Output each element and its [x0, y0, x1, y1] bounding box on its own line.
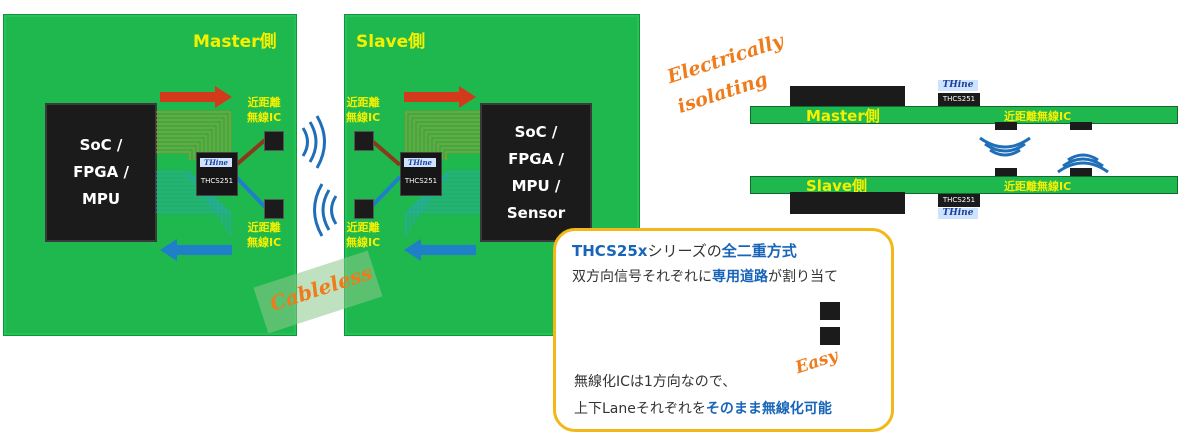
master-thcs-part: THCS251	[200, 177, 234, 185]
slave-thcs-chip: THine THCS251	[400, 152, 442, 196]
slave-arrow-right	[404, 86, 476, 108]
master-ic-label-top-2: 無線IC	[247, 111, 282, 124]
side-slave-chip	[790, 192, 905, 214]
slave-ic-label-top-1: 近距離	[346, 96, 380, 109]
master-ic-label-top: 近距離 無線IC	[247, 95, 281, 125]
side-ic-slave-2	[1070, 168, 1092, 176]
master-thcs-logo: THine	[200, 158, 232, 167]
callout-title: THCS25xシリーズの全二重方式	[572, 240, 797, 261]
slave-chip-line-2: FPGA /	[508, 149, 564, 168]
slave-thcs-part: THCS251	[404, 177, 438, 185]
master-wireless-ic-top	[264, 131, 284, 151]
side-ic-slave-1	[995, 168, 1017, 176]
side-logo-bottom: THine	[938, 208, 978, 219]
master-chip-line-1: SoC /	[79, 136, 123, 154]
side-master-board	[750, 106, 1178, 124]
master-ic-label-bottom: 近距離 無線IC	[247, 220, 281, 250]
side-master-label: Master側	[806, 107, 880, 125]
callout-line2-suffix: が割り当て	[768, 269, 838, 285]
slave-arrow-left	[404, 239, 476, 261]
side-ic-master-1	[995, 122, 1017, 130]
master-arrow-left	[160, 239, 232, 261]
callout-line2-prefix: 双方向信号それぞれに	[572, 269, 712, 285]
master-wireless-ic-bottom	[264, 199, 284, 219]
slave-chip-line-4: Sensor	[506, 203, 566, 222]
callout-line2-emph: 専用道路	[712, 269, 768, 285]
side-ic-label-slave: 近距離無線IC	[1004, 180, 1072, 193]
slave-ic-label-top: 近距離 無線IC	[346, 95, 380, 125]
master-ic-label-bottom-1: 近距離	[247, 221, 281, 234]
slave-board-title: Slave側	[356, 32, 426, 52]
side-ic-label-master: 近距離無線IC	[1004, 110, 1072, 123]
callout-line-3: 無線化ICは1方向なので、	[574, 374, 737, 390]
callout-title-middle: シリーズの	[647, 242, 722, 260]
callout-ic-bottom	[820, 327, 840, 345]
side-slave-board	[750, 176, 1178, 194]
master-chip-line-3: MPU	[81, 190, 121, 208]
wave-left-icon	[313, 183, 338, 237]
master-main-chip: SoC / FPGA / MPU	[45, 103, 157, 242]
callout-line4-prefix: 上下Laneそれぞれを	[574, 401, 706, 417]
callout-title-prefix: THCS25x	[572, 242, 648, 260]
callout-line-2: 双方向信号それぞれに専用道路が割り当て	[572, 266, 838, 286]
slave-ic-label-bottom: 近距離 無線IC	[346, 220, 380, 250]
side-part-top: THCS251	[938, 93, 980, 106]
master-chip-line-2: FPGA /	[73, 163, 129, 181]
slave-wireless-ic-top	[354, 131, 374, 151]
callout-line-4: 上下Laneそれぞれをそのまま無線化可能	[574, 398, 832, 418]
slave-chip-line-1: SoC /	[514, 122, 558, 141]
callout-ic-top	[820, 302, 840, 320]
master-board-title: Master側	[193, 32, 277, 52]
master-ic-label-bottom-2: 無線IC	[247, 236, 282, 249]
slave-ic-label-bottom-2: 無線IC	[346, 236, 381, 249]
slave-wireless-ic-bottom	[354, 199, 374, 219]
side-ic-master-2	[1070, 122, 1092, 130]
slave-chip-line-3: MPU /	[511, 176, 561, 195]
side-part-bottom: THCS251	[938, 194, 980, 207]
master-ic-label-top-1: 近距離	[247, 96, 281, 109]
side-wave-up-icon	[1057, 153, 1109, 174]
slave-thcs-logo: THine	[404, 158, 436, 167]
wave-right-icon	[301, 115, 326, 169]
slave-ic-label-top-2: 無線IC	[346, 111, 381, 124]
slave-ic-label-bottom-1: 近距離	[346, 221, 380, 234]
master-arrow-right	[160, 86, 232, 108]
callout-line4-emph: そのまま無線化可能	[705, 401, 832, 417]
side-slave-label: Slave側	[806, 177, 868, 195]
side-logo-top: THine	[938, 80, 978, 91]
side-wave-down-icon	[979, 136, 1031, 157]
callout-title-emph: 全二重方式	[721, 242, 797, 260]
slave-main-chip: SoC / FPGA / MPU / Sensor	[480, 103, 592, 242]
master-thcs-chip: THine THCS251	[196, 152, 238, 196]
